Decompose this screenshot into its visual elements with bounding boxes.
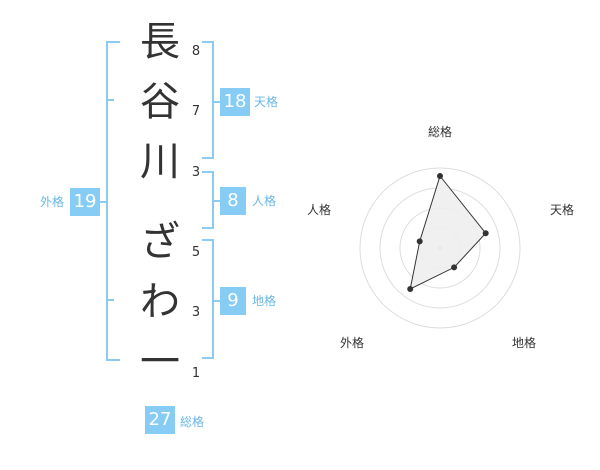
stroke-count-2: 7 [191,104,201,119]
radar-point-4 [407,286,414,292]
radar-axis-label-gaikaku: 外格 [340,336,365,350]
stroke-count-3: 3 [191,165,201,180]
name-char-3: 川 [140,139,180,185]
name-char-4: ざ [140,219,180,265]
stroke-count-1: 8 [191,44,201,59]
chikaku-value: 9 [220,287,246,315]
radar-point-5 [416,238,423,245]
tenkaku-value: 18 [220,88,250,116]
gaikaku-label: 外格 [40,195,65,209]
tenkaku-label: 天格 [254,95,279,109]
name-char-6: 一 [140,339,180,385]
radar-point-3 [451,264,458,271]
jinkaku-label: 人格 [252,194,277,208]
chikaku-label: 地格 [252,294,277,308]
soukaku-label: 総格 [180,415,205,429]
radar-point-2 [482,230,489,237]
name-char-5: わ [140,279,180,325]
gaikaku-value: 19 [70,188,100,216]
radar-grid-ring-4 [359,167,521,329]
radar-axis-label-soukaku: 総格 [428,125,453,139]
radar-data-polygon [409,174,487,290]
radar-axis-label-jinkaku: 人格 [307,203,332,217]
name-char-1: 長 [140,19,180,65]
stroke-count-5: 3 [191,305,201,320]
radar-axis-label-tenkaku: 天格 [550,203,575,217]
stroke-count-4: 5 [191,245,201,260]
stroke-count-6: 1 [191,366,201,381]
name-char-2: 谷 [140,79,180,125]
jinkaku-value: 8 [220,187,246,215]
soukaku-value: 27 [145,406,175,434]
radar-axis-label-chikaku: 地格 [512,336,537,350]
radar-point-1 [437,173,443,179]
